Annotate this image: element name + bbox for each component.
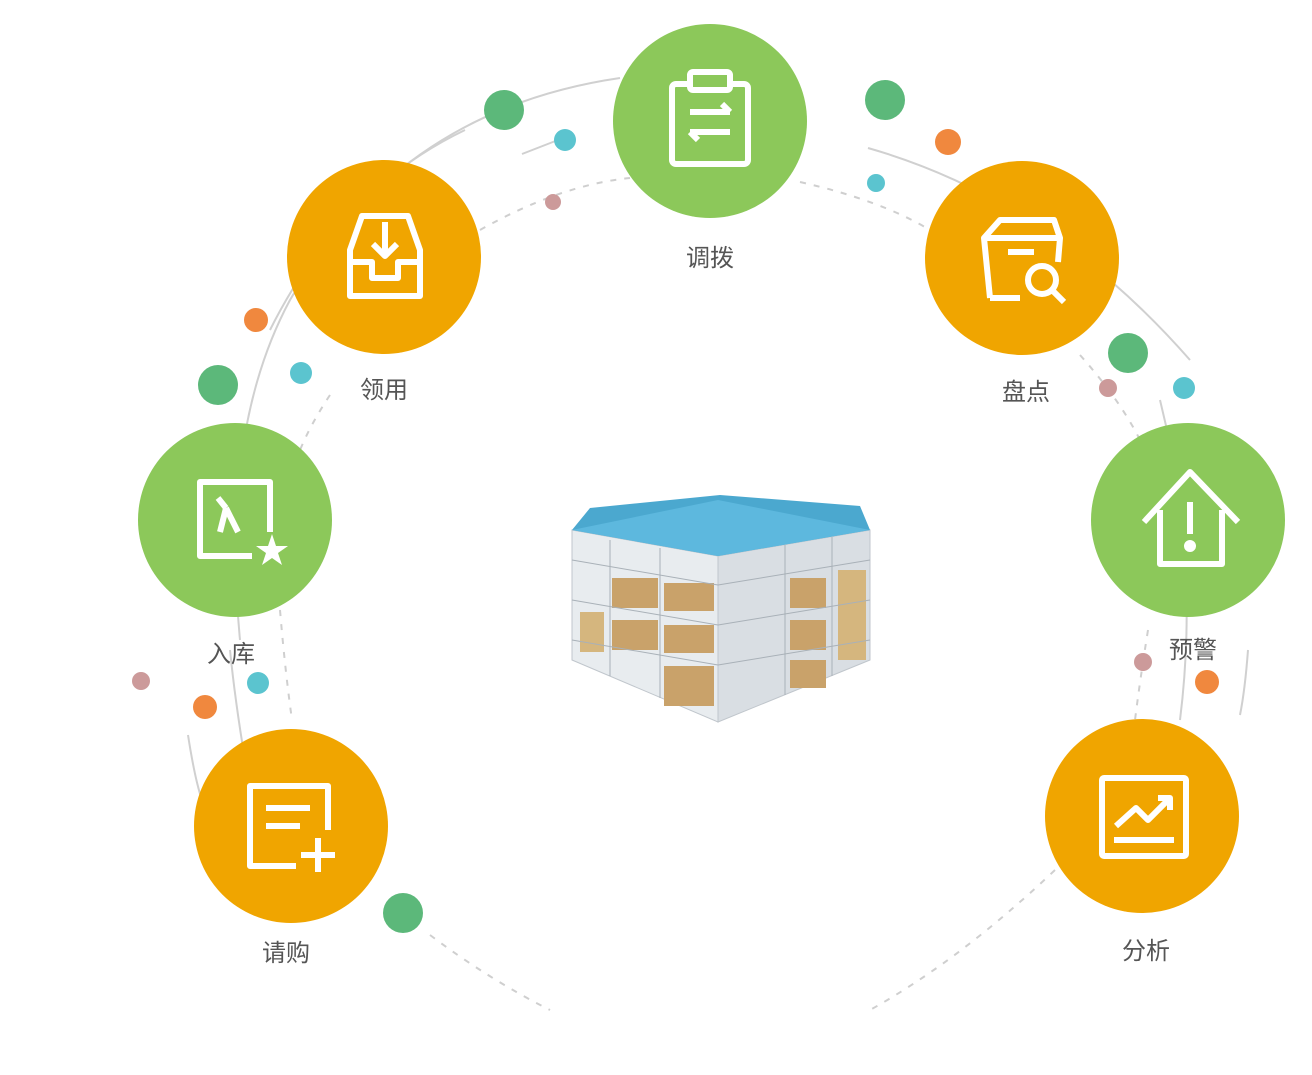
house-alert-icon	[1141, 469, 1241, 567]
dot	[1108, 333, 1148, 373]
warehouse-icon	[571, 495, 871, 723]
dot	[484, 90, 524, 130]
decorative-dots	[132, 80, 1219, 933]
node-label-ruku: 入库	[207, 640, 255, 668]
dot	[1173, 377, 1195, 399]
dot	[1195, 670, 1219, 694]
dot	[132, 672, 150, 690]
node-label-diaobo: 调拨	[686, 244, 734, 272]
stock-in-star-icon	[197, 479, 288, 565]
node-label-lingyong: 领用	[360, 376, 408, 404]
node-circle[interactable]	[613, 24, 807, 218]
inbox-download-icon	[347, 213, 423, 299]
node-diaobo[interactable]	[613, 24, 807, 218]
trend-chart-icon	[1099, 775, 1189, 859]
node-label-fenxi: 分析	[1122, 937, 1170, 965]
inner-arc-top-left	[521, 139, 559, 155]
clipboard-transfer-icon	[669, 69, 751, 167]
node-label-yujing: 预警	[1169, 636, 1217, 664]
dashed-arc-right	[1079, 354, 1141, 441]
node-lingyong[interactable]	[287, 160, 481, 354]
dashed-arc-top	[479, 177, 631, 231]
dot	[383, 893, 423, 933]
dot	[290, 362, 312, 384]
dashed-arc-bottom-left	[429, 934, 551, 1011]
node-pandian[interactable]	[925, 161, 1119, 355]
list-add-icon	[247, 783, 335, 872]
dot	[554, 129, 576, 151]
box-search-icon	[981, 217, 1067, 305]
outer-arc-left-4	[187, 734, 203, 801]
dashed-arc-right-2	[1134, 629, 1149, 721]
node-qinggou[interactable]	[194, 729, 388, 923]
dashed-arc-top-right	[799, 181, 931, 231]
warehouse-lines	[571, 537, 871, 698]
dot	[1099, 379, 1117, 397]
warehouse-shelves-right	[790, 570, 866, 688]
node-circle[interactable]	[925, 161, 1119, 355]
node-label-pandian: 盘点	[1002, 378, 1050, 406]
warehouse-shelves-left	[580, 578, 714, 706]
dot	[247, 672, 269, 694]
dot	[867, 174, 885, 192]
dashed-arc-left-2	[279, 609, 293, 721]
node-ruku[interactable]	[138, 423, 332, 617]
node-fenxi[interactable]	[1045, 719, 1239, 913]
dot	[545, 194, 561, 210]
dashed-arc-bottom-right	[869, 869, 1056, 1011]
dot	[198, 365, 238, 405]
node-label-qinggou: 请购	[262, 939, 310, 967]
dot	[1134, 653, 1152, 671]
dot	[935, 129, 961, 155]
dot	[193, 695, 217, 719]
warehouse-roof-ridge	[572, 500, 870, 556]
dot	[865, 80, 905, 120]
outer-arc-right-3	[1239, 649, 1249, 716]
dot	[244, 308, 268, 332]
node-yujing[interactable]	[1091, 423, 1285, 617]
